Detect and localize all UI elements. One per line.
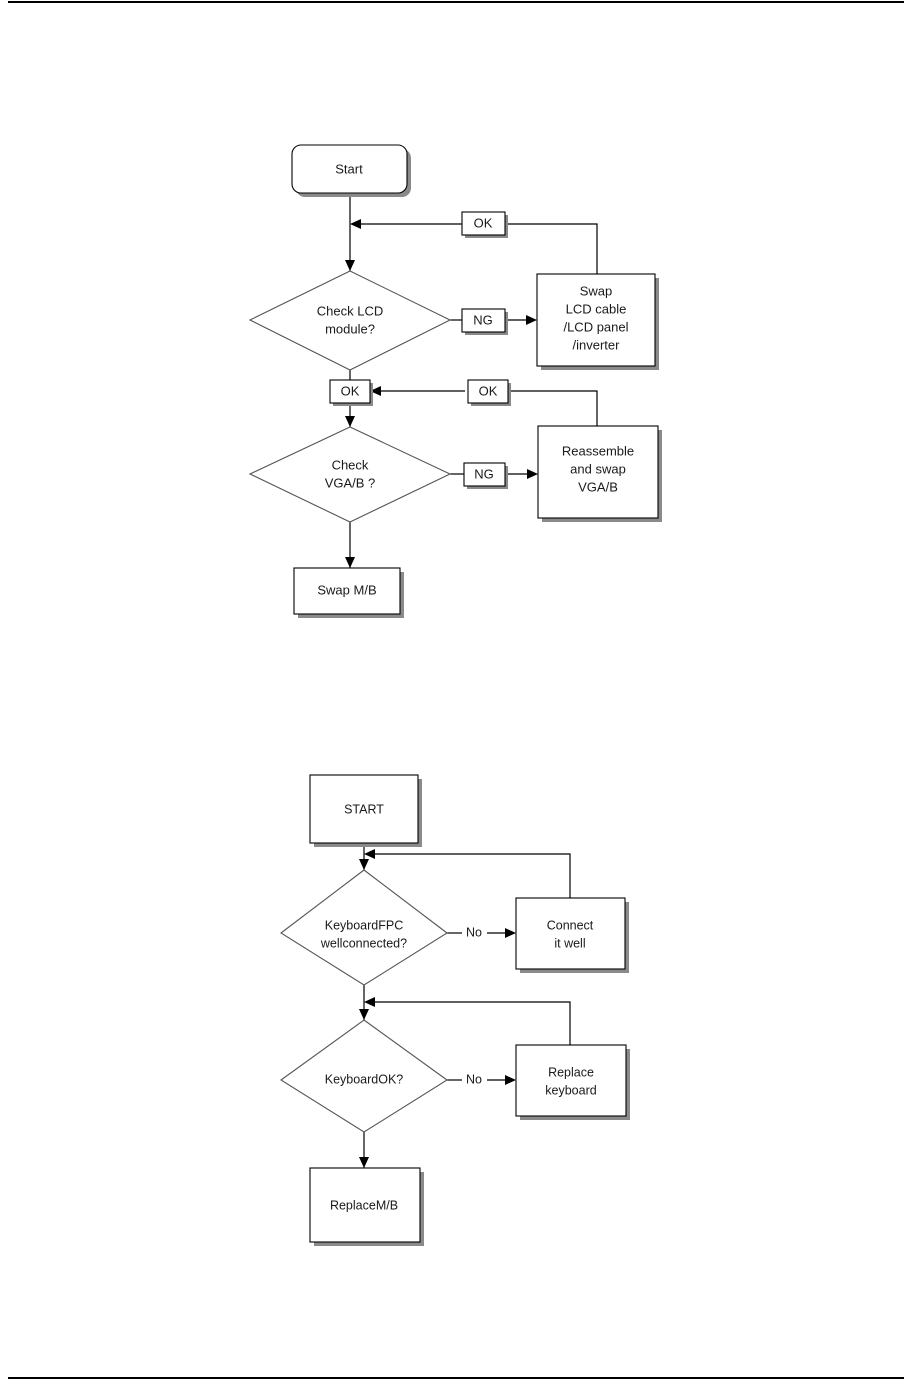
ng-vga-label: NG: [474, 466, 494, 481]
edge-reassemble-feedback-ok-right: [511, 390, 598, 426]
decision-check-lcd-label-line2: module?: [325, 321, 375, 336]
ok-mid-left-box[interactable]: [329, 379, 371, 404]
arrowhead-to-replace-mb: [359, 1157, 369, 1168]
arrowhead-to-decision-kb: [359, 1009, 369, 1020]
arrowhead-no-to-replace-keyboard: [505, 1075, 516, 1085]
decision-check-vga[interactable]: [248, 426, 452, 523]
decision-keyboard-ok[interactable]: [280, 1019, 448, 1133]
start-node[interactable]: [291, 144, 408, 194]
connect-label-line2: it well: [554, 936, 585, 950]
swap-lcd-label-line4: /inverter: [573, 337, 621, 352]
decision-check-vga-label-line1: Check: [332, 457, 369, 472]
arrowhead-feedback-ok-top: [350, 219, 361, 229]
ok-top-label-box[interactable]: [461, 211, 506, 236]
reassemble-label-line3: VGA/B: [578, 479, 618, 494]
arrowhead-start-to-check-lcd: [345, 260, 355, 271]
decision-fpc-label-line1: KeyboardFPC: [325, 918, 404, 932]
replace-keyboard-label-line1: Replace: [548, 1065, 594, 1079]
swap-lcd-node[interactable]: [536, 273, 656, 367]
decision-fpc-label-line2: wellconnected?: [320, 936, 407, 950]
arrowhead-no-to-connect: [505, 928, 516, 938]
flowchart-keyboard-troubleshooting: START KeyboardFPC wellconnected? No Conn…: [0, 700, 912, 1320]
ok-top-label: OK: [474, 215, 493, 230]
edge-swap-lcd-feedback-ok: [358, 223, 598, 274]
decision-check-vga-label-line2: VGA/B ?: [325, 475, 376, 490]
ok-mid-left-label: OK: [341, 383, 360, 398]
replace-mb-node[interactable]: [309, 1167, 421, 1243]
arrowhead-ok-to-check-vga: [345, 416, 355, 427]
connect-it-well-node[interactable]: [515, 897, 626, 970]
arrowhead-ng-to-reassemble: [527, 469, 538, 479]
ok-mid-right-box[interactable]: [467, 379, 509, 404]
ng-lcd-label-box[interactable]: [461, 308, 506, 333]
reassemble-label-line1: Reassemble: [562, 443, 634, 458]
arrowhead-replace-keyboard-feedback: [364, 997, 375, 1007]
decision-check-lcd-label-line1: Check LCD: [317, 303, 383, 318]
edge-connect-feedback: [372, 853, 571, 898]
ng-lcd-label: NG: [473, 312, 493, 327]
reassemble-vga-node[interactable]: [537, 425, 659, 519]
decision-check-lcd-module[interactable]: [248, 270, 452, 371]
decision-keyboard-ok-label: KeyboardOK?: [325, 1072, 404, 1086]
swap-mb-node[interactable]: [293, 567, 401, 615]
no-fpc-label: No: [466, 925, 482, 939]
keyboard-start-node[interactable]: [309, 774, 419, 844]
start-node-label: Start: [335, 161, 363, 176]
swap-lcd-label-line2: LCD cable: [566, 301, 627, 316]
swap-lcd-label-line1: Swap: [580, 283, 613, 298]
arrowhead-feedback-ok-mid: [370, 386, 381, 396]
arrowhead-ng-to-swap-lcd: [526, 315, 537, 325]
arrowhead-start-to-decision-fpc: [359, 859, 369, 870]
replace-keyboard-node[interactable]: [515, 1044, 627, 1117]
swap-lcd-label-line3: /LCD panel: [563, 319, 628, 334]
page-bottom-rule: [8, 1377, 904, 1379]
decision-keyboard-fpc-connected[interactable]: [280, 869, 448, 986]
arrowhead-to-swap-mb: [345, 557, 355, 568]
edge-replace-keyboard-feedback: [372, 1001, 571, 1045]
reassemble-label-line2: and swap: [570, 461, 626, 476]
swap-mb-label: Swap M/B: [317, 582, 376, 597]
no-kb-label: No: [466, 1072, 482, 1086]
connect-label-line1: Connect: [547, 918, 594, 932]
ok-mid-right-label: OK: [479, 383, 498, 398]
replace-mb-label: ReplaceM/B: [330, 1198, 398, 1212]
ng-vga-label-box[interactable]: [463, 462, 506, 487]
arrowhead-connect-feedback: [364, 849, 375, 859]
replace-keyboard-label-line2: keyboard: [545, 1083, 596, 1097]
keyboard-start-label: START: [344, 802, 384, 816]
page-top-rule: [8, 1, 904, 3]
flowchart-lcd-troubleshooting: Start Check LCD module? OK NG Swap LCD c…: [248, 144, 662, 618]
